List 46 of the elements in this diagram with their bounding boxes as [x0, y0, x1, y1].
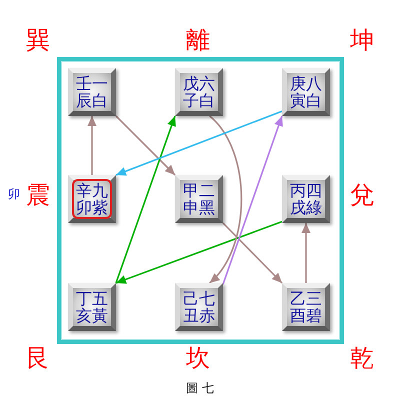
- trigram-label: 艮: [26, 346, 50, 370]
- arrow: [222, 116, 283, 285]
- trigram-label: 震: [26, 183, 50, 207]
- trigram-label: 兌: [350, 183, 374, 207]
- arrow: [222, 222, 283, 284]
- tile-label: 壬一: [76, 75, 108, 92]
- arrow: [115, 116, 176, 284]
- tile-label: 甲二: [183, 182, 215, 199]
- tile-label: 卯紫: [76, 199, 108, 216]
- tile-label: 亥黃: [76, 307, 108, 324]
- tile-label: 丁五: [76, 290, 108, 307]
- trigram-label: 坎: [186, 346, 210, 370]
- tile-label: 寅白: [290, 92, 322, 109]
- tile-label: 乙三: [290, 290, 322, 307]
- star-tile: [282, 175, 330, 223]
- trigram-label: 乾: [350, 346, 374, 370]
- arrow: [116, 110, 282, 176]
- tile-label: 子白: [183, 92, 215, 109]
- tile-label: 辰白: [76, 92, 108, 109]
- arrow: [302, 223, 310, 283]
- chart-frame: [57, 57, 344, 344]
- arrow: [88, 116, 96, 175]
- tile-label: 申黑: [183, 199, 215, 216]
- star-tile: [68, 283, 116, 331]
- tile-label: 丙四: [290, 182, 322, 199]
- star-tile: [282, 68, 330, 116]
- trigram-label: 坤: [350, 28, 374, 52]
- tile-label: 酉碧: [290, 307, 322, 324]
- trigram-label: 巽: [26, 28, 50, 52]
- tile-label: 戊六: [183, 75, 215, 92]
- trigram-label: 離: [186, 28, 210, 52]
- arrow: [116, 220, 282, 284]
- branch-label: 卯: [8, 188, 20, 200]
- tile-label: 辛九: [76, 182, 108, 199]
- tile-label: 戌綠: [290, 199, 322, 216]
- figure-caption: 圖 七: [186, 382, 214, 394]
- tile-label: 庚八: [290, 75, 322, 92]
- star-tile: [282, 283, 330, 331]
- tile-label: 丑赤: [183, 307, 215, 324]
- tile-label: 己七: [183, 290, 215, 307]
- star-tile: [175, 68, 223, 116]
- star-tile: [175, 283, 223, 331]
- arrow: [209, 115, 242, 284]
- arrow: [115, 115, 176, 176]
- star-tile: [175, 175, 223, 223]
- star-tile: [68, 68, 116, 116]
